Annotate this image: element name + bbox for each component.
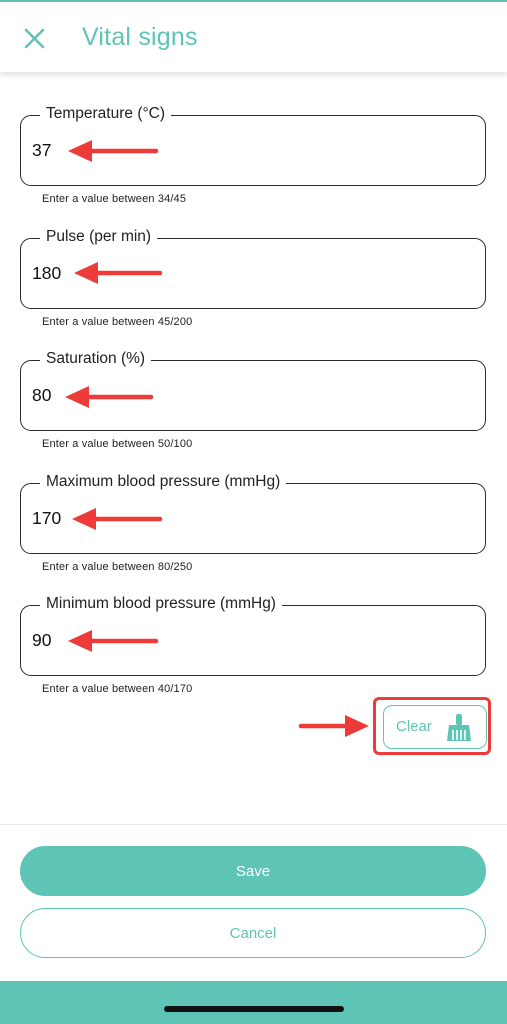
temperature-hint: Enter a value between 34/45	[42, 193, 187, 205]
temperature-input-box	[20, 115, 486, 186]
max-blood-pressure-label: Maximum blood pressure (mmHg)	[40, 472, 287, 492]
save-button[interactable]: Save	[20, 846, 486, 896]
pulse-label: Pulse (per min)	[40, 227, 158, 247]
annotation-arrow-clear	[298, 715, 369, 737]
annotation-arrow-min-blood-pressure	[68, 630, 159, 652]
temperature-label: Temperature (°C)	[40, 104, 172, 124]
top-accent-line	[0, 0, 507, 2]
footer-divider	[0, 824, 507, 825]
temperature-value: 37	[32, 140, 52, 160]
home-indicator[interactable]	[164, 1006, 344, 1012]
cancel-button[interactable]: Cancel	[20, 908, 486, 958]
bottom-bar	[0, 981, 507, 1024]
app-header: Vital signs	[0, 2, 507, 72]
pulse-value: 180	[32, 263, 62, 283]
saturation-value: 80	[32, 385, 52, 405]
clear-button[interactable]: Clear	[383, 705, 487, 749]
clear-highlight-box	[373, 697, 491, 755]
pulse-hint: Enter a value between 45/200	[42, 316, 193, 328]
max-blood-pressure-value: 170	[32, 508, 62, 528]
min-blood-pressure-label: Minimum blood pressure (mmHg)	[40, 594, 282, 614]
broom-icon	[447, 714, 471, 741]
annotation-arrow-pulse	[74, 262, 163, 284]
saturation-hint: Enter a value between 50/100	[42, 438, 193, 450]
page-title: Vital signs	[82, 23, 198, 51]
min-blood-pressure-value: 90	[32, 630, 52, 650]
saturation-label: Saturation (%)	[40, 349, 152, 369]
annotation-arrow-temperature	[68, 140, 159, 162]
temperature-field: Temperature (°C) 37	[20, 104, 486, 186]
annotation-arrow-max-blood-pressure	[72, 508, 163, 530]
min-blood-pressure-hint: Enter a value between 40/170	[42, 683, 193, 695]
close-button[interactable]	[22, 26, 48, 52]
cancel-button-label: Cancel	[229, 924, 277, 942]
clear-button-label: Clear	[396, 718, 432, 735]
close-icon	[24, 28, 45, 49]
save-button-label: Save	[235, 862, 271, 880]
annotation-arrow-saturation	[65, 386, 154, 408]
max-blood-pressure-hint: Enter a value between 80/250	[42, 561, 193, 573]
